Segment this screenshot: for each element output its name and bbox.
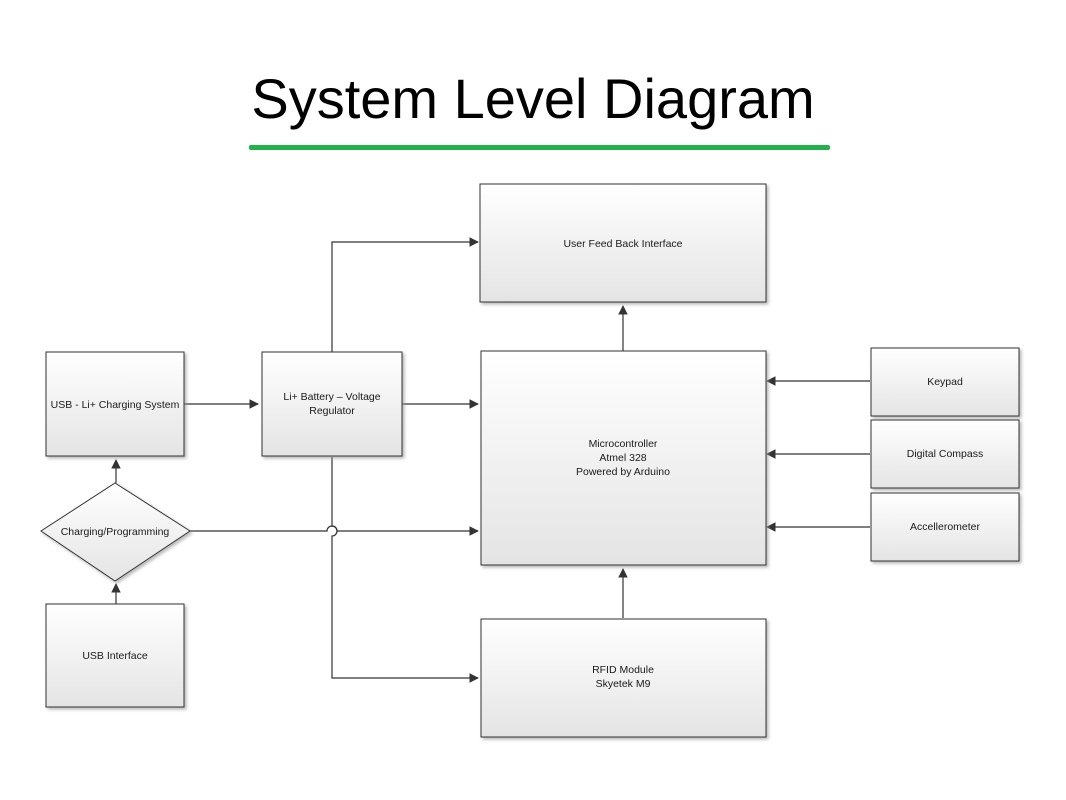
node-label: RFID Module	[592, 664, 654, 676]
title-underline	[249, 145, 830, 150]
node-label: USB - Li+ Charging System	[51, 399, 180, 411]
node-usb-interface: USB Interface	[45, 603, 185, 708]
node-charging-programming: Charging/Programming	[40, 482, 191, 582]
node-rfid-module: RFID Module Skyetek M9	[480, 618, 767, 738]
node-label: Skyetek M9	[596, 678, 651, 690]
node-label: Regulator	[309, 405, 355, 417]
node-label: USB Interface	[82, 650, 148, 662]
edge-battery-to-feedback	[331, 237, 479, 352]
node-microcontroller: Microcontroller Atmel 328 Powered by Ard…	[480, 350, 767, 566]
node-label: Keypad	[927, 376, 963, 388]
node-digital-compass: Digital Compass	[870, 419, 1020, 489]
node-usb-charging: USB - Li+ Charging System	[45, 351, 185, 457]
node-label: Powered by Arduino	[576, 466, 670, 478]
node-label: User Feed Back Interface	[563, 238, 682, 250]
node-battery-regulator: Li+ Battery – Voltage Regulator	[261, 351, 403, 457]
node-accelerometer: Accellerometer	[870, 492, 1020, 562]
edges	[111, 237, 870, 683]
node-label: Atmel 328	[599, 452, 646, 464]
node-keypad: Keypad	[870, 347, 1020, 417]
node-label: Accellerometer	[910, 521, 981, 533]
page-title: System Level Diagram	[251, 67, 815, 130]
node-label: Charging/Programming	[61, 526, 170, 538]
edge-programming-to-mcu	[189, 525, 479, 536]
node-label: Microcontroller	[589, 438, 658, 450]
node-label: Li+ Battery – Voltage	[283, 391, 380, 403]
node-label: Digital Compass	[907, 448, 983, 460]
edge-battery-to-rfid	[331, 457, 479, 683]
node-user-feedback: User Feed Back Interface	[479, 183, 767, 303]
